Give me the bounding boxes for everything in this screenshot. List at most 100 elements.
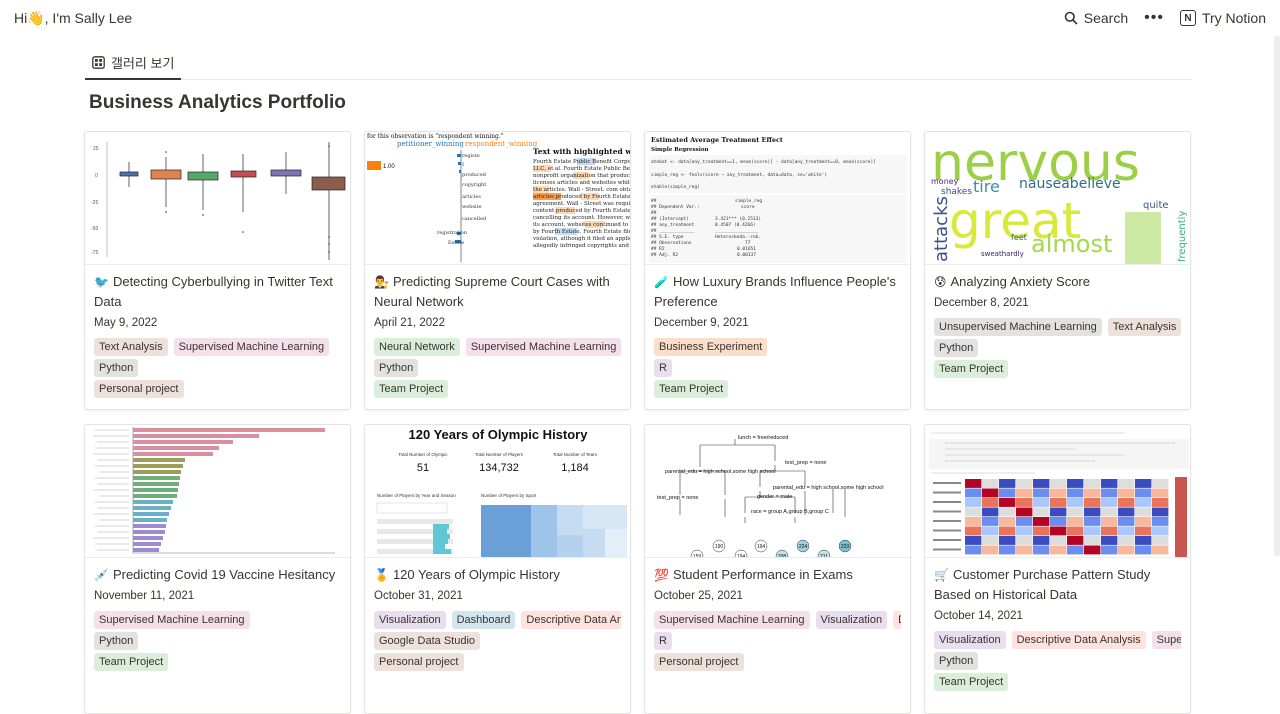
heatmap-cell (999, 488, 1016, 498)
gallery-card[interactable]: nervous great almost tire nauseabelieve … (924, 131, 1191, 410)
tree-leaf: 194 (757, 544, 766, 550)
tag-badge: Visualization (815, 611, 888, 629)
gallery-card[interactable]: lunch = free/reduced test_prep = none pa… (644, 424, 911, 714)
heatmap-cell (999, 498, 1016, 507)
tree-node: gender = male (757, 494, 792, 500)
page-scrollbar[interactable] (1274, 36, 1280, 556)
svg-text:## Observations: ## Observations (651, 240, 692, 246)
svg-text:-75: -75 (91, 250, 98, 256)
heatmap-cell (1067, 498, 1084, 507)
card-cover-image: lunch = free/reduced test_prep = none pa… (645, 425, 910, 558)
heatmap-cell (1050, 488, 1067, 498)
hundred-points-icon: 💯 (654, 568, 669, 582)
heatmap-cell (1118, 479, 1135, 488)
tag-badge: Python (374, 359, 419, 377)
tag-row-type: Personal project (94, 380, 341, 398)
heatmap-cell (1101, 545, 1118, 555)
gallery-card[interactable]: 120 Years of Olympic History Total Numbe… (364, 424, 631, 714)
tree-leaf: 224 (799, 544, 808, 550)
card-date: November 11, 2021 (94, 590, 195, 602)
heatmap-cell (1135, 526, 1152, 536)
heatmap-cell (1067, 536, 1084, 545)
dashboard-thumbnail: 120 Years of Olympic History Total Numbe… (376, 427, 627, 557)
heatmap-cell (1084, 479, 1101, 488)
tag-badge: Descriptive Data Analysis (1011, 631, 1146, 649)
heatmap-cell (999, 526, 1016, 536)
thumb-right-label: Number of Players by Sport (481, 493, 537, 498)
svg-text:registe: registe (462, 153, 480, 159)
svg-text:simple_reg: simple_reg (735, 198, 762, 204)
svg-text:simple_reg <- feols(score ~ an: simple_reg <- feols(score ~ any_treatmen… (651, 172, 827, 178)
top-bar: Hi👋, I'm Sally Lee Search ••• N Try Noti… (0, 0, 1280, 36)
tag-badge: Neural Network (374, 338, 460, 356)
more-options-icon[interactable]: ••• (1144, 9, 1164, 26)
card-cover-image: Estimated Average Treatment Effect Simpl… (645, 132, 910, 265)
site-title[interactable]: Hi👋, I'm Sally Lee (14, 9, 133, 26)
syringe-icon: 💉 (94, 568, 109, 582)
gallery-card[interactable]: 🛒Customer Purchase Pattern Study Based o… (924, 424, 1191, 714)
svg-text:by Fourth Estate. Fourth Estat: by Fourth Estate. Fourth Estate filed a (533, 229, 630, 235)
tag-badge: Unsupervised Machine Learning (934, 318, 1102, 336)
gallery-card[interactable]: 💉Predicting Covid 19 Vaccine Hesitancy N… (84, 424, 351, 714)
tag-row-type: Team Project (94, 653, 341, 671)
heatmap-cell (982, 545, 999, 555)
card-title-text: Student Performance in Exams (672, 567, 853, 582)
tree-leaf: 194 (737, 554, 746, 558)
boxplot-thumbnail: 25 0 -25 -50 -75 (91, 142, 346, 260)
svg-text:violation, although it filed a: violation, although it filed an applicat… (532, 236, 630, 242)
thumb-heading: Estimated Average Treatment Effect (651, 136, 783, 144)
heatmap-cell (1033, 517, 1050, 526)
thumb-stat2-label: Total Number of Players (475, 452, 524, 457)
heatmap-cell (965, 498, 982, 507)
heatmap-cell (982, 488, 999, 498)
heatmap-cell (1118, 517, 1135, 526)
heatmap-cell (1033, 479, 1050, 488)
gallery-card[interactable]: 25 0 -25 -50 -75 (84, 131, 351, 410)
svg-text:licenses articles and websites: licenses articles and websites while ret (533, 180, 630, 186)
heatmap-row-label (933, 482, 961, 484)
svg-text:its account, websites continue: its account, websites continued to disp (533, 222, 630, 228)
thumb-stat1-value: 51 (417, 462, 429, 474)
try-notion-button[interactable]: N Try Notion (1179, 10, 1266, 26)
svg-text:cancelling its account. Howeve: cancelling its account. However, when (533, 215, 630, 221)
tag-row-tools: R (654, 359, 901, 377)
svg-text:allegedly infringed copyrights: allegedly infringed copyrights and fi (533, 243, 630, 249)
heatmap-cell (1084, 545, 1101, 555)
tag-badge: Python (94, 359, 139, 377)
svg-text:produced: produced (462, 172, 487, 178)
heatmap-cell (1033, 536, 1050, 545)
thumb-left-label: Number of Players by Year and Season (377, 493, 456, 498)
wordcloud-word: frequently (1177, 211, 1188, 262)
tag-row-categories: Business Experiment (654, 338, 901, 356)
svg-text:Estate: Estate (448, 240, 464, 246)
gallery-card[interactable]: Estimated Average Treatment Effect Simpl… (644, 131, 911, 410)
decision-tree-thumbnail: lunch = free/reduced test_prep = none pa… (657, 435, 884, 558)
tag-row-type: Team Project (934, 673, 1181, 691)
svg-text:## _____________: ## _____________ (651, 228, 695, 234)
heatmap-cell (1152, 507, 1169, 517)
tag-badge: Google Data Studio (374, 632, 481, 650)
heatmap-cell (1084, 488, 1101, 498)
top-actions: Search ••• N Try Notion (1064, 9, 1266, 27)
card-date: May 9, 2022 (94, 317, 158, 329)
gallery-card[interactable]: for this observation is "respondent winn… (364, 131, 631, 410)
heatmap-cell (999, 545, 1016, 555)
thumb-stat3-label: Total Number of Team (553, 452, 597, 457)
heatmap-cell (1152, 517, 1169, 526)
tab-gallery-view[interactable]: 갤러리 보기 (85, 46, 182, 80)
card-title-text: Predicting Supreme Court Cases with Neur… (374, 274, 610, 309)
heatmap-cell (1016, 507, 1033, 517)
card-title: 🐦Detecting Cyberbullying in Twitter Text… (94, 272, 341, 311)
search-button[interactable]: Search (1064, 10, 1128, 26)
wordcloud-word: nauseabelieve (1019, 176, 1121, 192)
heatmap-row-label (933, 491, 961, 494)
heatmap-cell (1152, 488, 1169, 498)
svg-text:##: ## (651, 210, 657, 216)
thumb-stat1-label: Total Number of Olympic (398, 452, 448, 457)
tag-row-tools: Python (94, 359, 341, 377)
tree-node: test_prep = none (657, 495, 698, 501)
tag-row-type: Team Project (934, 360, 1181, 378)
